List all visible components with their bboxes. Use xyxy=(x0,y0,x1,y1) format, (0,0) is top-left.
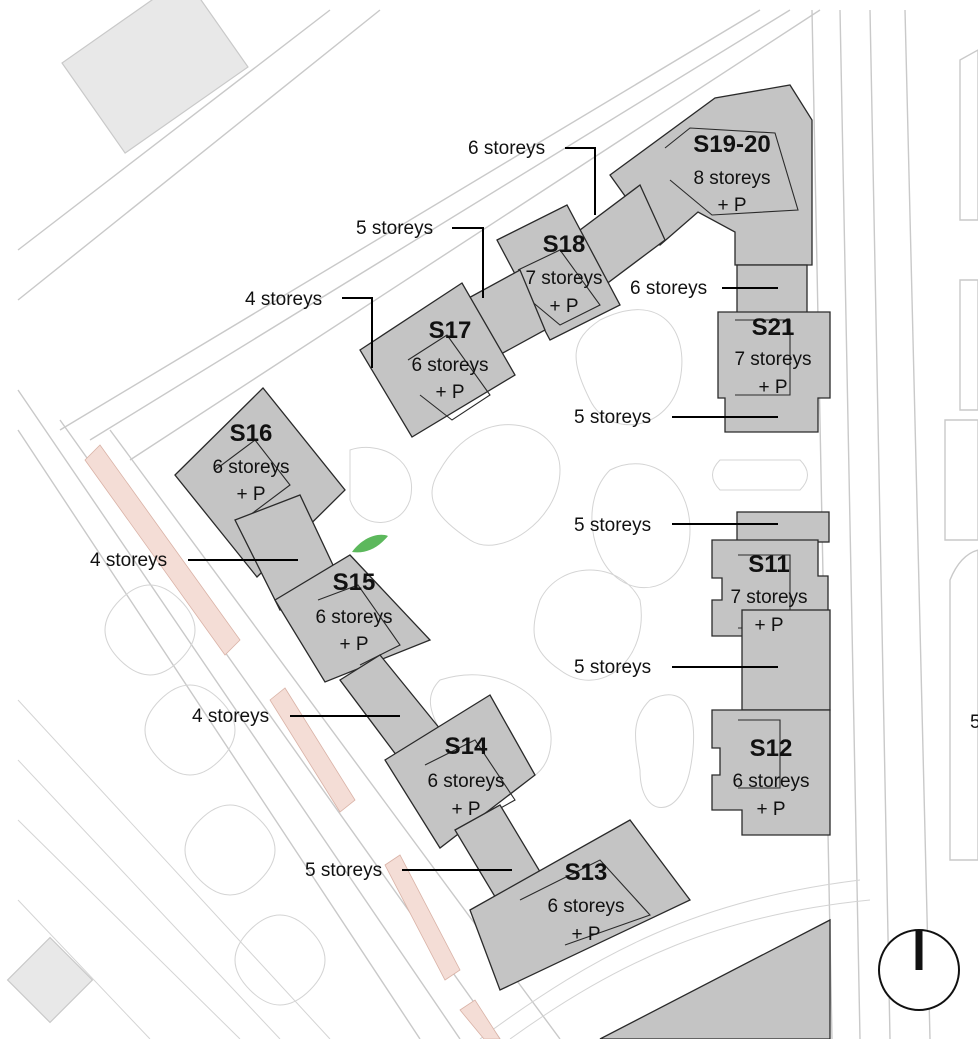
building-name-s15: S15 xyxy=(333,569,376,596)
building-s14-footprint xyxy=(384,694,536,849)
storey-label: 4 storeys xyxy=(192,706,269,727)
context-parking-southwest xyxy=(6,936,94,1024)
context-road-diagonal xyxy=(17,9,821,461)
building-storeys-s16: 6 storeys xyxy=(212,457,289,478)
storey-labels: 6 storeys 5 storeys 4 storeys 6 storeys … xyxy=(90,138,707,881)
building-s15-footprint xyxy=(274,554,432,683)
context-rail-track xyxy=(17,389,561,1039)
hatch-strip-north xyxy=(84,444,241,656)
context-right-buildings xyxy=(944,49,978,861)
building-s17-footprint xyxy=(359,282,516,438)
connector-s11-s12 xyxy=(741,609,831,711)
building-name-s14: S14 xyxy=(445,733,488,760)
building-s12-core xyxy=(738,719,781,789)
context-south-road-arc xyxy=(479,879,871,1039)
storey-label: 6 storeys xyxy=(468,138,545,159)
connector-s21-s11 xyxy=(736,511,830,543)
hatch-strip-middle xyxy=(269,687,356,813)
hatch-strip-south xyxy=(384,854,461,981)
leader-6-storeys-s19 xyxy=(565,147,596,215)
connector-s19-s21 xyxy=(736,264,808,316)
building-name-s12: S12 xyxy=(750,735,793,762)
building-s18-core xyxy=(517,249,601,326)
leader-lines xyxy=(188,147,778,871)
building-s19-20-core xyxy=(664,127,799,216)
building-name-s21: S21 xyxy=(752,314,795,341)
building-p-s13: + P xyxy=(571,924,600,945)
building-p-s11: + P xyxy=(754,615,783,636)
buildings xyxy=(174,84,831,991)
building-storeys-s21: 7 storeys xyxy=(734,349,811,370)
building-s13-core xyxy=(519,859,651,946)
leader-5-storeys-s18 xyxy=(452,227,484,298)
building-p-s19-20: + P xyxy=(717,195,746,216)
building-storeys-s12: 6 storeys xyxy=(732,771,809,792)
building-storeys-s17: 6 storeys xyxy=(411,355,488,376)
site-context xyxy=(6,0,978,1039)
storey-label: 5 storeys xyxy=(574,515,651,536)
rail-hatch-strips xyxy=(84,444,501,1039)
context-trees xyxy=(104,584,326,1006)
building-storeys-s19-20: 8 storeys xyxy=(693,168,770,189)
leader-4-storeys-s17 xyxy=(342,297,373,368)
storey-label: 5 storeys xyxy=(356,218,433,239)
building-p-s16: + P xyxy=(236,484,265,505)
building-s16-core xyxy=(214,439,291,516)
context-road-vertical xyxy=(811,9,931,1039)
context-parking-block xyxy=(61,0,249,154)
building-p-s12: + P xyxy=(756,799,785,820)
building-storeys-s15: 6 storeys xyxy=(315,607,392,628)
hatch-strip-bottom xyxy=(459,999,501,1039)
building-name-s18: S18 xyxy=(543,231,586,258)
building-p-s15: + P xyxy=(339,634,368,655)
building-s21-footprint xyxy=(717,311,831,433)
building-storeys-s18: 7 storeys xyxy=(525,268,602,289)
building-name-s17: S17 xyxy=(429,317,472,344)
storey-label: 5 storeys xyxy=(574,657,651,678)
north-arrow-icon xyxy=(878,929,960,1011)
building-name-s16: S16 xyxy=(230,420,273,447)
building-s21-core xyxy=(735,319,791,396)
building-name-s13: S13 xyxy=(565,859,608,886)
storey-label: 5 storeys xyxy=(305,860,382,881)
storey-label: 5 storeys xyxy=(574,407,651,428)
storey-label: 6 storeys xyxy=(630,278,707,299)
building-name-s11: S11 xyxy=(748,551,789,578)
context-building-south xyxy=(599,918,831,1039)
edge-building-label: 5 xyxy=(970,712,978,733)
storey-label: 4 storeys xyxy=(245,289,322,310)
building-p-s14: + P xyxy=(451,799,480,820)
context-road-southwest xyxy=(17,699,331,1039)
building-s17-core xyxy=(407,334,491,421)
building-storeys-s14: 6 storeys xyxy=(427,771,504,792)
building-p-s21: + P xyxy=(758,377,787,398)
green-patch xyxy=(352,534,388,553)
building-storeys-s11: 7 storeys xyxy=(730,587,807,608)
building-s13-footprint xyxy=(469,819,691,991)
building-name-s19-20: S19-20 xyxy=(693,131,770,158)
building-p-s17: + P xyxy=(435,382,464,403)
storey-label: 4 storeys xyxy=(90,550,167,571)
building-s12-footprint xyxy=(711,709,831,836)
building-labels: S19-20 8 storeys + P S18 7 storeys + P S… xyxy=(212,131,978,945)
building-storeys-s13: 6 storeys xyxy=(547,896,624,917)
building-p-s18: + P xyxy=(549,296,578,317)
